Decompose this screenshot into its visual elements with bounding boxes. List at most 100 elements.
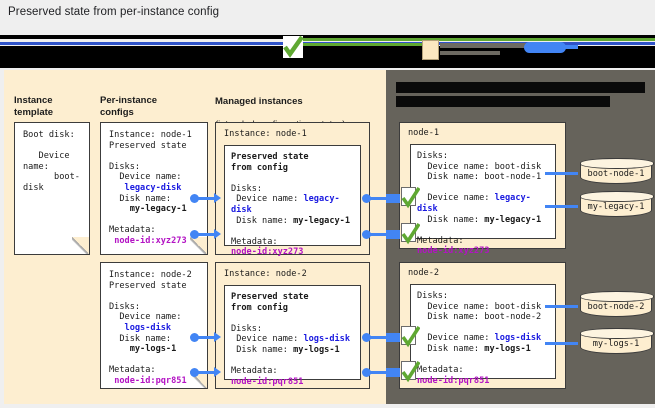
- pc1-metadata-label: Metadata:: [109, 225, 156, 236]
- column-heading-instance-template: Instance template: [14, 95, 54, 118]
- column-heading-per-instance-configs: Per-instance configs: [100, 95, 158, 118]
- pc1-metadata-value: node-id:xyz273: [114, 235, 187, 246]
- connector-terminal: [386, 230, 400, 239]
- connector-terminal: [386, 333, 400, 342]
- node2-body: Disks: Device name: boot-disk Disk name:…: [410, 284, 556, 386]
- node1-extra-disk-label: Disk name:: [417, 214, 485, 225]
- disk-connector-line: [545, 342, 578, 345]
- pc2-metadata-label: Metadata:: [109, 365, 156, 376]
- pc2-disks-label: Disks:: [109, 301, 141, 312]
- node1-extra-device-label: Device name:: [417, 193, 495, 204]
- disk-connector-line: [545, 305, 578, 308]
- legend-green-rule-1: [300, 38, 655, 41]
- connector-dot: [190, 230, 199, 239]
- per-instance-config-card-node-2: Instance: node-2 Preserved state Disks: …: [100, 262, 208, 389]
- pc1-device-name-value: legacy-disk: [124, 182, 182, 193]
- node2-boot-device: Device name: boot-disk: [417, 301, 542, 312]
- legend-cream-swatch: [422, 40, 439, 60]
- node-card-node-2: node-2 Disks: Device name: boot-disk Dis…: [399, 262, 566, 389]
- connector-dot: [362, 194, 371, 203]
- connector-arrow: [214, 193, 221, 203]
- connector-line: [198, 336, 216, 339]
- node2-metadata-value: node-id:pqr851: [417, 375, 490, 386]
- managed-heading-line-1: Managed instances: [215, 95, 303, 107]
- node1-body: Disks: Device name: boot-disk Disk name:…: [410, 144, 556, 256]
- connector-line: [198, 233, 216, 236]
- connector-dot: [362, 333, 371, 342]
- legend-redacted-label-2: [440, 51, 500, 55]
- mi2-body: Preserved state from config Disks: Devic…: [224, 285, 361, 387]
- template-device-name-label: Device name:: [23, 151, 75, 172]
- mi2-preserved-line-1: Preserved state: [231, 292, 309, 302]
- pc1-preserved: Preserved state: [109, 140, 187, 151]
- mi1-title: Instance: node-1: [224, 129, 307, 139]
- connector-line: [370, 197, 386, 200]
- pc1-instance: Instance: node-1: [109, 130, 192, 140]
- mi2-disks-label: Disks:: [231, 323, 263, 334]
- mi1-preserved-line-1: Preserved state: [231, 152, 309, 162]
- page-fold-corner: [190, 237, 208, 255]
- disk-label: boot-node-1: [587, 169, 645, 179]
- node2-extra-device-label: Device name:: [417, 333, 495, 344]
- node1-disks-label: Disks:: [417, 151, 449, 161]
- legend-redacted-label-1: [440, 43, 550, 48]
- node2-extra-disk-value: my-logs-1: [484, 343, 531, 354]
- connector-terminal: [386, 194, 400, 203]
- status-check-icon: [401, 361, 420, 383]
- pc1-device-name-label: Device name:: [109, 172, 182, 183]
- status-check-icon: [401, 187, 420, 209]
- node1-boot-device: Device name: boot-disk: [417, 161, 542, 172]
- node1-metadata-value: node-id:xyz273: [417, 246, 490, 257]
- disk-label: boot-node-2: [587, 302, 645, 312]
- mi2-disk-name-label: Disk name:: [231, 344, 294, 355]
- pc2-disk-name-value: my-logs-1: [129, 344, 177, 355]
- disk-connector-line: [545, 172, 578, 175]
- connector-line: [370, 371, 386, 374]
- mi2-title: Instance: node-2: [224, 269, 307, 279]
- instance-template-card: Boot disk: Device name: boot-disk: [14, 122, 90, 255]
- managed-instance-card-node-2: Instance: node-2 Preserved state from co…: [215, 262, 370, 389]
- legend-green-rule-2: [300, 43, 430, 46]
- mi1-body: Preserved state from config Disks: Devic…: [224, 145, 361, 257]
- pc2-disk-name-label: Disk name:: [109, 333, 172, 344]
- mi1-preserved-line-2: from config: [231, 162, 288, 173]
- mi1-metadata-value: node-id:xyz273: [231, 247, 304, 258]
- connector-dot: [362, 368, 371, 377]
- template-boot-disk-label: Boot disk:: [23, 130, 75, 140]
- status-check-icon: [401, 223, 420, 245]
- mi1-device-name-label: Device name:: [231, 194, 304, 205]
- connector-arrow: [214, 229, 221, 239]
- node2-title: node-2: [408, 268, 440, 278]
- pc2-instance: Instance: node-2: [109, 270, 192, 280]
- disk-cylinder-my-logs-1: my-logs-1: [580, 328, 654, 354]
- disk-cylinder-my-legacy-1: my-legacy-1: [580, 191, 654, 217]
- connector-dot: [190, 333, 199, 342]
- disk-label: my-logs-1: [592, 339, 640, 349]
- connector-line: [370, 233, 386, 236]
- node2-extra-disk-label: Disk name:: [417, 343, 485, 354]
- legend-band: [0, 30, 655, 68]
- node1-metadata-label: Metadata:: [417, 235, 464, 246]
- connector-dot: [190, 194, 199, 203]
- mi1-metadata-label: Metadata:: [231, 236, 278, 247]
- mi2-device-name-value: logs-disk: [303, 334, 351, 345]
- connector-arrow: [214, 332, 221, 342]
- pc2-metadata-value: node-id:pqr851: [114, 375, 187, 386]
- template-device-name-value: boot-disk: [23, 172, 80, 193]
- page-fold-corner: [72, 237, 90, 255]
- connector-arrow: [214, 367, 221, 377]
- connector-line: [370, 336, 386, 339]
- disk-label: my-legacy-1: [587, 202, 645, 212]
- mi1-disks-label: Disks:: [231, 183, 263, 194]
- node2-disks-label: Disks:: [417, 291, 449, 301]
- disk-connector-line: [545, 205, 578, 208]
- pc2-preserved: Preserved state: [109, 280, 187, 291]
- green-check-icon: [283, 35, 304, 58]
- node1-title: node-1: [408, 128, 440, 138]
- mi2-preserved-line-2: from config: [231, 302, 288, 313]
- legend-blue-tail: [558, 45, 578, 49]
- runtime-panel-heading-redaction-2: [396, 96, 610, 107]
- node2-boot-disk: Disk name: boot-node-2: [417, 312, 542, 323]
- node1-boot-disk: Disk name: boot-node-1: [417, 172, 542, 183]
